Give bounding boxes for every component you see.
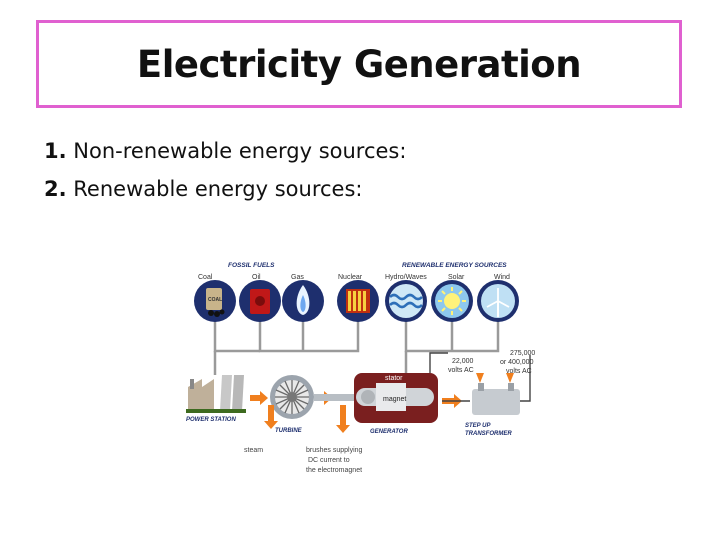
electricity-generation-diagram: FOSSIL FUELS RENEWABLE ENERGY SOURCES Co… [180, 255, 560, 485]
bullet-text: Renewable energy sources: [73, 177, 363, 201]
magnet-label: magnet [383, 396, 406, 403]
voltage-right-line1: 275,000 [510, 350, 535, 357]
connector-lines [213, 321, 500, 375]
bullet-number: 2. [44, 177, 67, 201]
voltage-left-line2: volts AC [448, 367, 474, 374]
voltage-right-line3: volts AC [506, 368, 532, 375]
bullet-item: 1. Non-renewable energy sources: [44, 132, 406, 170]
turbine-icon [270, 375, 314, 419]
source-label-hydro: Hydro/Waves [385, 274, 427, 281]
fossil-fuels-header: FOSSIL FUELS [228, 262, 275, 269]
generator-label: GENERATOR [370, 429, 408, 435]
brushes-caption-line2: DC current to [308, 457, 350, 464]
gas-icon [282, 280, 324, 322]
shaft [314, 394, 354, 401]
voltage-left-line1: 22,000 [452, 358, 474, 365]
power-station-icon [186, 375, 246, 413]
oil-icon [239, 280, 281, 322]
title-box: Electricity Generation [36, 20, 682, 108]
wind-icon [477, 280, 519, 322]
nuclear-icon [337, 280, 379, 322]
bullet-item: 2. Renewable energy sources: [44, 170, 406, 208]
solar-icon [431, 280, 473, 322]
source-label-solar: Solar [448, 274, 465, 281]
coal-icon: COAL [194, 280, 236, 322]
step-up-label: STEP UP [465, 423, 491, 429]
bullet-text: Non-renewable energy sources: [73, 139, 407, 163]
transformer-label: TRANSFORMER [465, 431, 512, 437]
stator-label: stator [385, 375, 403, 382]
steam-caption: steam [244, 447, 263, 454]
transformer-icon [472, 373, 520, 415]
slide-title: Electricity Generation [136, 42, 582, 86]
renewable-header: RENEWABLE ENERGY SOURCES [402, 262, 507, 269]
source-label-nuclear: Nuclear [338, 274, 363, 281]
bullet-number: 1. [44, 139, 67, 163]
generator-icon [354, 373, 438, 423]
source-label-oil: Oil [252, 274, 261, 281]
turbine-label: TURBINE [275, 428, 303, 434]
hydro-waves-icon [385, 280, 427, 322]
source-label-wind: Wind [494, 274, 510, 281]
source-label-coal: Coal [198, 274, 213, 281]
brushes-caption-line1: brushes supplying [306, 447, 363, 454]
bullet-list: 1. Non-renewable energy sources: 2. Rene… [44, 132, 406, 208]
voltage-right-line2: or 400,000 [500, 359, 534, 366]
source-label-gas: Gas [291, 274, 304, 281]
power-station-label: POWER STATION [186, 417, 236, 423]
brushes-caption-line3: the electromagnet [306, 467, 362, 474]
coal-bag-label: COAL [208, 297, 222, 303]
